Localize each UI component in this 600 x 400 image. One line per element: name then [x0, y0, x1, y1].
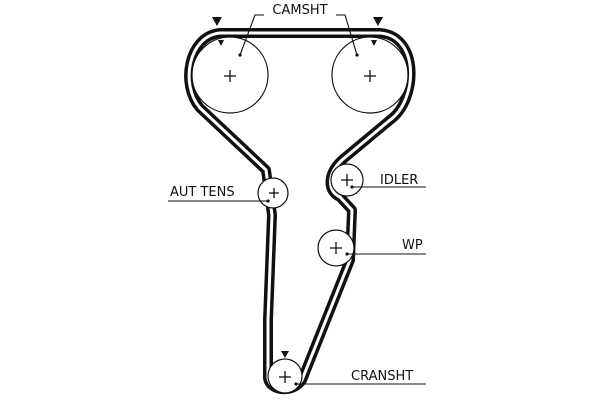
camshaft-pulley-right [331, 36, 409, 114]
center-plus-icon [269, 188, 279, 198]
water-pump-label: WP [402, 238, 423, 253]
crankshaft-label: CRANSHT [351, 369, 413, 384]
camshaft-pulley-left [191, 36, 269, 114]
camshaft-label: CAMSHT [272, 3, 327, 18]
water-pump-pulley [317, 229, 355, 267]
idler-pulley [330, 163, 364, 197]
center-plus-icon [364, 70, 376, 82]
auto-tensioner-label: AUT TENS [170, 185, 235, 200]
timing-mark-icon [371, 40, 377, 46]
auto-tensioner-pulley [257, 177, 289, 209]
camshaft-leader-lines [238, 14, 359, 57]
center-plus-icon [279, 371, 291, 383]
center-plus-icon [341, 174, 353, 186]
timing-mark-icon [218, 40, 224, 46]
center-plus-icon [330, 242, 342, 254]
timing-arrow-right-icon [373, 17, 383, 26]
center-plus-icon [224, 70, 236, 82]
timing-mark-icon [281, 351, 289, 358]
timing-arrow-left-icon [212, 17, 222, 26]
idler-label: IDLER [380, 173, 418, 188]
crankshaft-pulley [267, 351, 303, 394]
